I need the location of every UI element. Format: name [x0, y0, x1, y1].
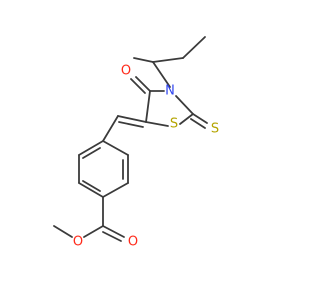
bond-ester-c-oether [83, 225, 104, 238]
molecule-structure: O N S S O O [53, 36, 219, 250]
bond-ester-c-o-2 [102, 231, 122, 242]
bond-n-c2 [175, 95, 194, 115]
bond-c2-s-2 [190, 118, 206, 129]
bond-ch-methyl [133, 57, 154, 63]
bond-methine-aryl [102, 115, 119, 142]
bond-ar-6 [78, 140, 104, 156]
bond-oether-methyl [53, 225, 73, 238]
bond-c5-c4 [145, 90, 151, 123]
bond-c4-o-2 [130, 78, 146, 94]
nitrogen-label: N [165, 84, 175, 99]
bond-c2-s1 [179, 113, 194, 125]
bond-s1-c5 [145, 121, 169, 127]
bond-ar-1 [102, 140, 129, 156]
bond-ar-inner-3 [82, 147, 101, 159]
bond-ethyl-methyl [182, 36, 206, 59]
bond-ester-c-o-1 [102, 225, 125, 238]
bond-c5-methine-1 [117, 115, 147, 123]
bond-n-ch [152, 61, 171, 88]
bond-c2-s-1 [192, 113, 208, 124]
bond-ar-4 [78, 182, 104, 198]
oxygen-ketone-label: O [121, 64, 131, 79]
oxygen-carbonyl-label: O [128, 235, 138, 250]
sulfur-thione-label: S [211, 122, 219, 137]
bond-c5-methine-2 [118, 121, 144, 128]
bond-ch-ethyl [152, 57, 184, 63]
molecule-canvas: O N S S O O [53, 36, 220, 250]
bond-ar-3 [102, 182, 129, 198]
bond-ar-inner-2 [82, 180, 101, 192]
oxygen-ether-label: O [73, 235, 83, 250]
bond-c4-o-1 [135, 76, 151, 92]
sulfur-ring-label: S [170, 117, 178, 132]
